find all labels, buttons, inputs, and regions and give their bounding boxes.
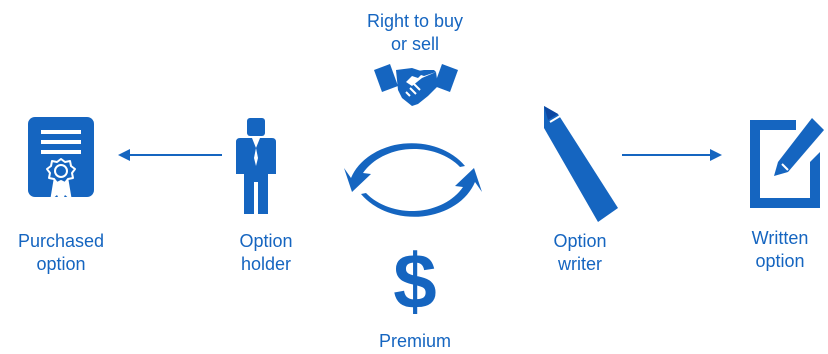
right-to-buy-label: Right to buy or sell [366,11,464,54]
edit-document-icon [742,112,828,212]
option-writer-label: Option writer [553,231,607,274]
pencil-icon [538,104,624,226]
handshake-icon [372,62,460,110]
svg-text:$: $ [393,246,436,318]
premium-label: Premium [378,331,451,351]
arrow-right-icon [622,148,722,162]
certificate-icon [24,115,98,205]
arrow-left-icon [118,148,224,162]
option-holder-label: Option holder [239,231,293,274]
dollar-sign-icon: $ [390,246,440,318]
written-option-label: Written option [751,228,809,271]
purchased-option-label: Purchased option [17,231,105,274]
person-suit-icon [234,118,278,216]
cycle-arrows-icon [340,120,486,240]
